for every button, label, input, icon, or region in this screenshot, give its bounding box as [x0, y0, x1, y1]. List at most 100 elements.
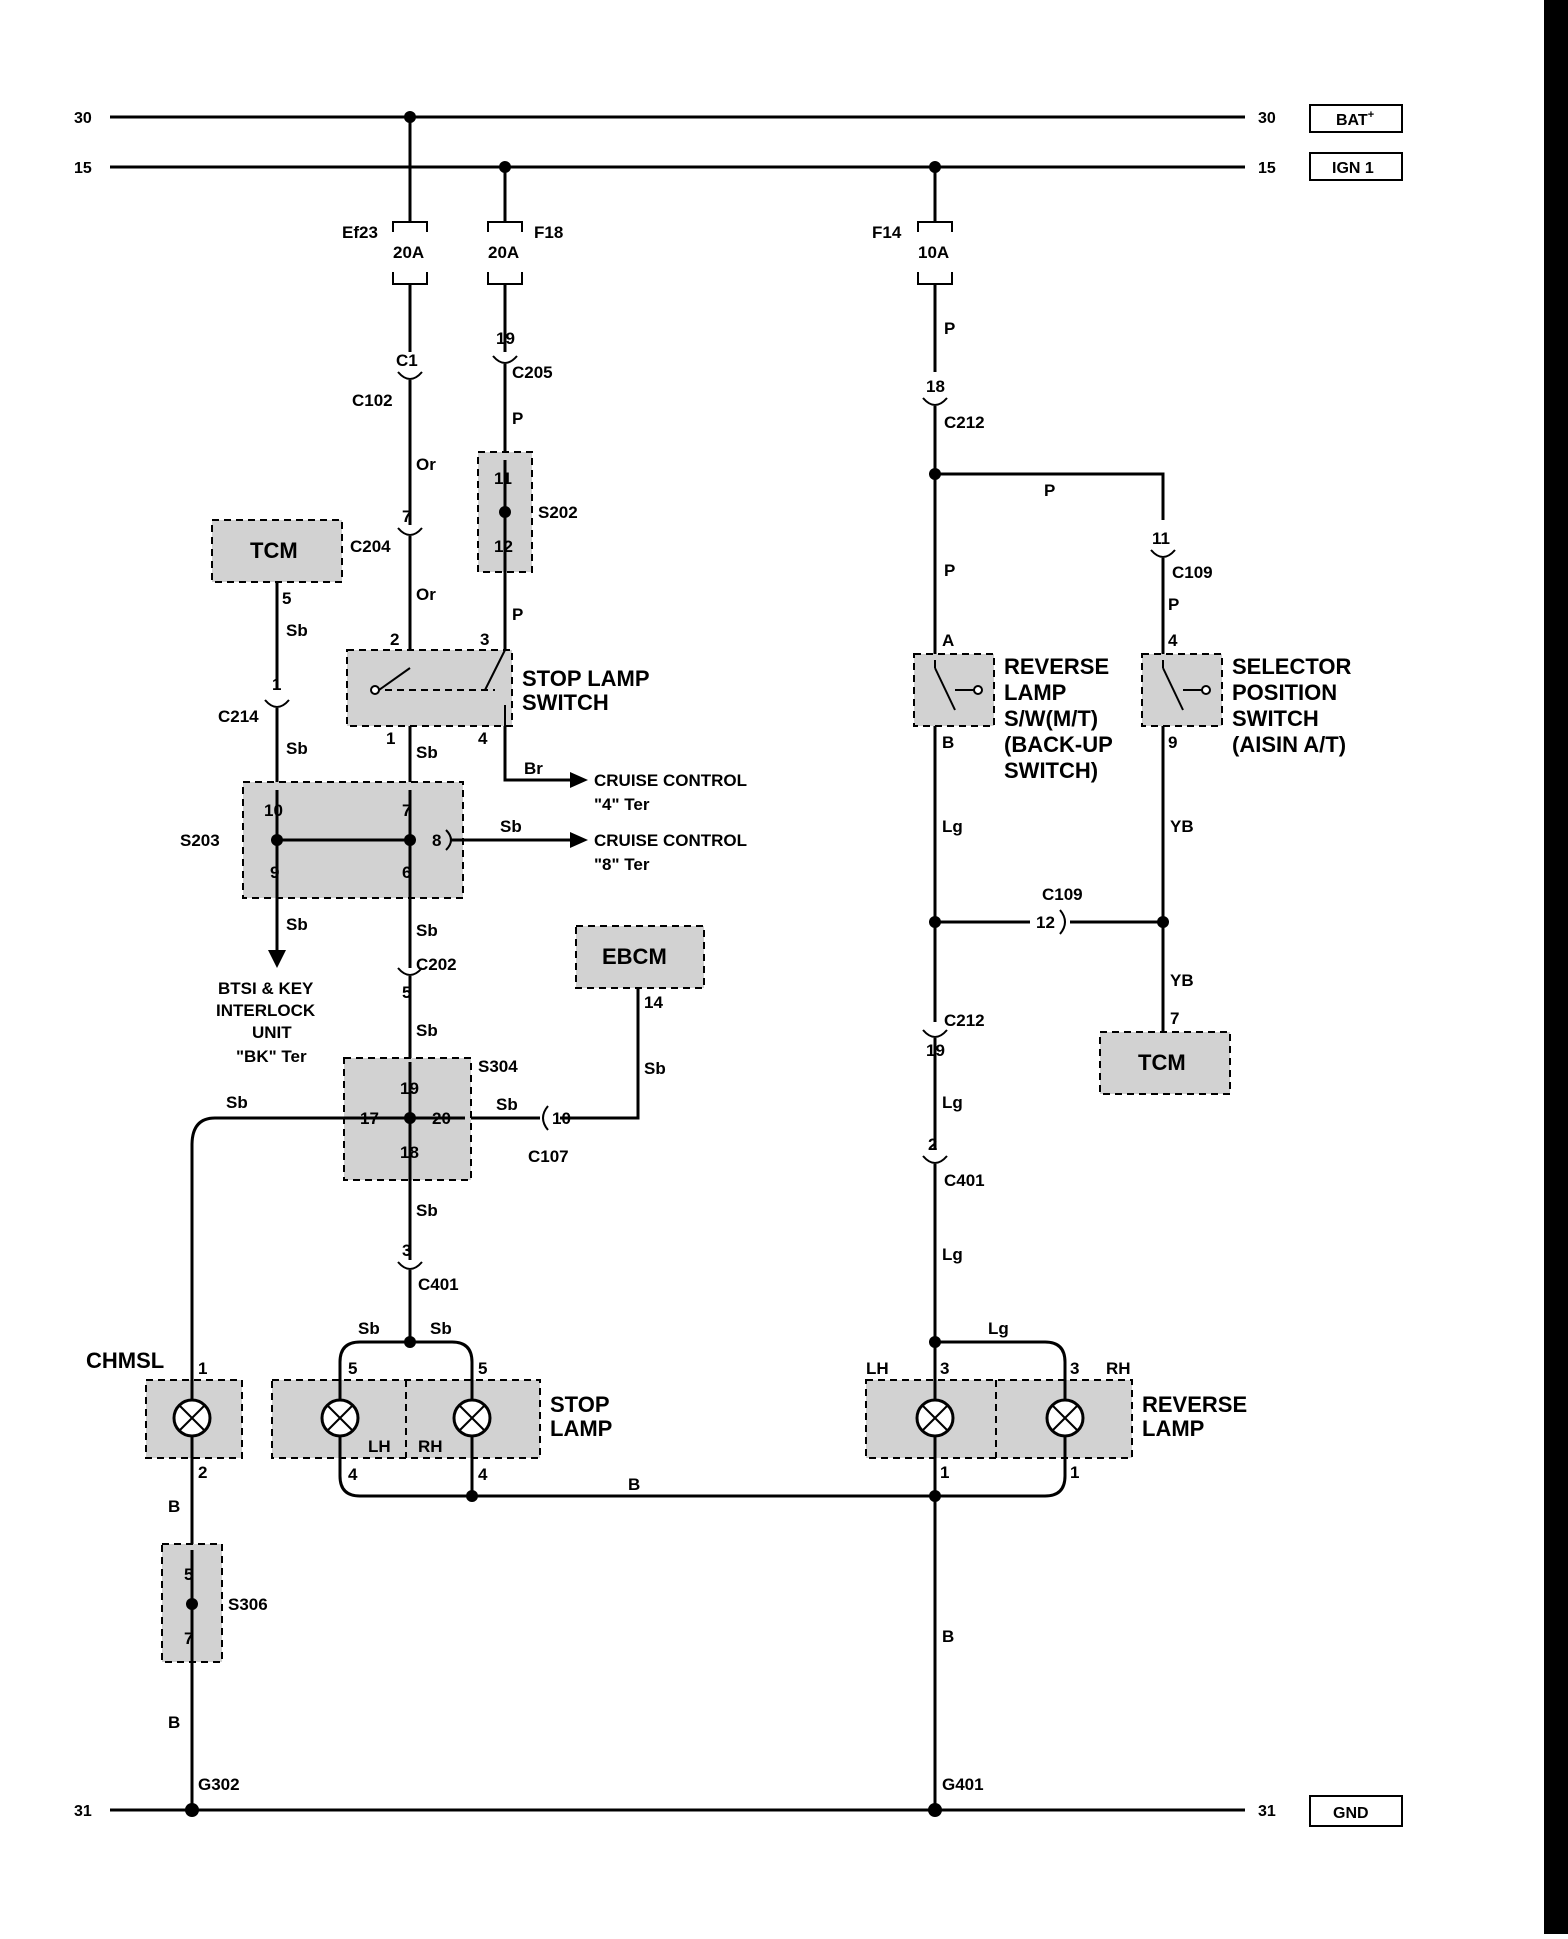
ground-g401-node	[928, 1803, 942, 1817]
cruise8-label-1: CRUISE CONTROL	[594, 831, 747, 850]
bus-15-right-label: 15	[1258, 160, 1276, 177]
pin-20-s304: 20	[432, 1109, 451, 1128]
pin-19-c205: 19	[496, 329, 515, 348]
connector-c205-symbol	[492, 355, 518, 364]
connector-c202-label: C202	[416, 955, 457, 974]
connector-c401-left-symbol	[397, 1261, 423, 1270]
reverse-lamp-rh-pin-1: 1	[1070, 1463, 1079, 1482]
ground-g302-label: G302	[198, 1775, 240, 1794]
pin-7-s306: 7	[184, 1629, 193, 1648]
reverse-switch-title-2: LAMP	[1004, 680, 1066, 705]
ground-g401-label: G401	[942, 1775, 984, 1794]
wire-label-yb-1: YB	[1170, 817, 1194, 836]
fuse-f18: F18 20A	[487, 167, 563, 352]
stop-lamp-ground-junction	[466, 1490, 478, 1502]
pin-6-s203: 6	[402, 863, 411, 882]
connector-c204-label: C204	[350, 537, 391, 556]
wire-label-sb-ebcm: Sb	[644, 1059, 666, 1078]
wire-label-br: Br	[524, 759, 543, 778]
fuse-ef23-rating: 20A	[393, 243, 424, 262]
reverse-lamp-title-1: REVERSE	[1142, 1392, 1247, 1417]
wire-lg-reverse-rh	[935, 1340, 1067, 1400]
stop-lamp-rh-pin-4: 4	[478, 1465, 488, 1484]
stop-switch-pin-3: 3	[480, 630, 489, 649]
pin-12-c109: 12	[1036, 913, 1055, 932]
connector-c212-bottom-symbol	[922, 1029, 948, 1038]
wire-sb-stop-lh	[338, 1340, 410, 1400]
fuse-f18-rating: 20A	[488, 243, 519, 262]
selector-switch-pin-4: 4	[1168, 631, 1178, 650]
splice-s202-label: S202	[538, 503, 578, 522]
splice-s306: 5 7 S306	[161, 1543, 268, 1663]
splice-s304-label: S304	[478, 1057, 518, 1076]
connector-c109-mid-label: C109	[1042, 885, 1083, 904]
fuse-ef23: Ef23 20A	[342, 117, 428, 352]
scan-edge-band	[1544, 0, 1568, 1934]
fuse-f14: F14 10A	[872, 167, 953, 372]
selector-switch-pin-9: 9	[1168, 733, 1177, 752]
splice-s306-label: S306	[228, 1595, 268, 1614]
wire-label-sb-btsi: Sb	[286, 915, 308, 934]
splice-s202-dot	[499, 506, 511, 518]
wire-label-p-c109: P	[1168, 595, 1179, 614]
wire-label-yb-2: YB	[1170, 971, 1194, 990]
wire-p-selector	[935, 472, 1165, 520]
connector-c109-mid-symbol	[1059, 909, 1066, 935]
ign1-tag-box	[1309, 152, 1403, 181]
stop-lamp-assembly: 5 5 4 4 LH RH STOP LAMP	[271, 1340, 612, 1484]
btsi-label-4: "BK" Ter	[236, 1047, 307, 1066]
btsi-label-1: BTSI & KEY	[218, 979, 314, 998]
wire-label-p-selector: P	[1044, 481, 1055, 500]
stop-lamp-lh-pin-5: 5	[348, 1359, 357, 1378]
connector-c205-label: C205	[512, 363, 553, 382]
wire-label-sb-c214: Sb	[286, 739, 308, 758]
connector-c202-symbol	[397, 967, 423, 976]
reverse-switch-title-3: S/W(M/T)	[1004, 706, 1098, 731]
wire-label-sb-c107: Sb	[496, 1095, 518, 1114]
selector-switch-title-4: (AISIN A/T)	[1232, 732, 1346, 757]
pin-9-s203: 9	[270, 863, 279, 882]
tcm-left-module: TCM	[211, 519, 343, 583]
pin-18-s304: 18	[400, 1143, 419, 1162]
fuse-f14-rating: 10A	[918, 243, 949, 262]
wire-label-lg-1: Lg	[942, 817, 963, 836]
wire-sb-stop-rh	[410, 1340, 474, 1400]
connector-c107-label: C107	[528, 1147, 569, 1166]
reverse-lamp-lh-pin-3: 3	[940, 1359, 949, 1378]
selector-position-switch: 4 9 SELECTOR POSITION SWITCH (AISIN A/T)	[1141, 631, 1352, 757]
wire-label-b-g302: B	[168, 1713, 180, 1732]
reverse-lamp-title-2: LAMP	[1142, 1416, 1204, 1441]
btsi-label-2: INTERLOCK	[216, 1001, 316, 1020]
wire-label-lg-4: Lg	[988, 1319, 1009, 1338]
connector-c214-symbol	[264, 699, 290, 708]
reverse-lamp-assembly: LH RH 3 3 1 1 REVERSE LAMP	[865, 1340, 1247, 1482]
wire-sb-chmsl	[190, 1116, 340, 1372]
wire-label-or-1: Or	[416, 455, 436, 474]
reverse-switch-title-4: (BACK-UP	[1004, 732, 1113, 757]
bus-30-left-label: 30	[74, 110, 92, 127]
pin-8-s203: 8	[432, 831, 441, 850]
splice-s203: 10 9 7 6 8 S203	[180, 781, 464, 952]
connector-c212-bottom-label: C212	[944, 1011, 985, 1030]
wire-label-or-2: Or	[416, 585, 436, 604]
reverse-switch-pin-a: A	[942, 631, 954, 650]
reverse-lamp-switch: A B REVERSE LAMP S/W(M/T) (BACK-UP SWITC…	[913, 631, 1113, 783]
fuse-f14-name: F14	[872, 223, 902, 242]
pin-19-s304: 19	[400, 1079, 419, 1098]
tcm-right-label: TCM	[1138, 1050, 1186, 1075]
stop-switch-title-2: SWITCH	[522, 690, 609, 715]
wire-label-sb-switch: Sb	[416, 743, 438, 762]
wire-br-cruise4	[503, 726, 575, 782]
splice-s202: 11 12 S202	[477, 451, 578, 650]
reverse-switch-title-1: REVERSE	[1004, 654, 1109, 679]
gnd-tag-label: GND	[1333, 1805, 1369, 1822]
connector-c1-label: C1	[396, 351, 418, 370]
connector-c401-left-label: C401	[418, 1275, 459, 1294]
selector-switch-title-2: POSITION	[1232, 680, 1337, 705]
cruise4-label-1: CRUISE CONTROL	[594, 771, 747, 790]
bat-tag-label: BAT+	[1336, 109, 1374, 129]
reverse-lamp-ground-junction	[929, 1490, 941, 1502]
wire-label-p-reverse: P	[944, 561, 955, 580]
pin-7-c204: 7	[402, 507, 411, 526]
